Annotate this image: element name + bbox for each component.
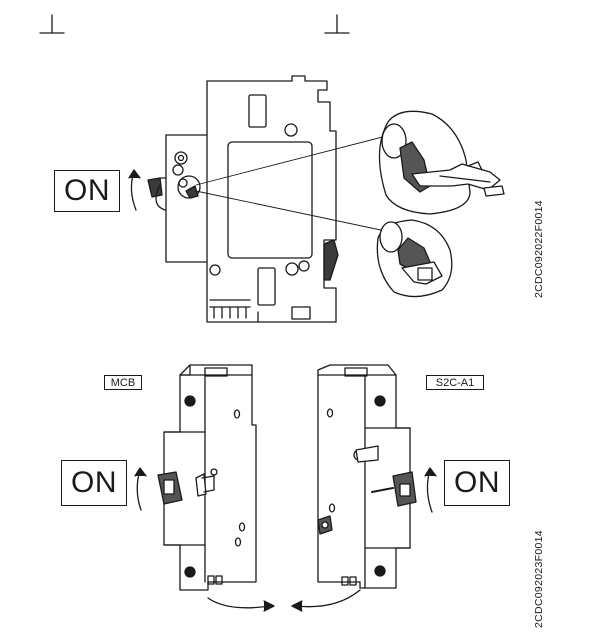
on-label-top: ON bbox=[54, 170, 120, 212]
on-label-left: ON bbox=[61, 460, 127, 506]
crop-mark-left bbox=[39, 14, 65, 34]
detail-bubble-bottom bbox=[376, 219, 453, 298]
mcb-device bbox=[157, 364, 257, 591]
code-label-bottom: 2CDC092023F0014 bbox=[533, 530, 545, 628]
rotate-arrow-top bbox=[128, 169, 141, 211]
auxiliary-device bbox=[317, 364, 417, 589]
assembly-arrow-right bbox=[291, 589, 361, 612]
auxiliary-tag: S2C-A1 bbox=[426, 375, 484, 390]
rotate-arrow-left bbox=[134, 467, 147, 511]
zoom-lines bbox=[195, 132, 399, 234]
rotate-arrow-right bbox=[424, 467, 437, 513]
on-label-right: ON bbox=[444, 460, 510, 506]
detail-bubble-top bbox=[378, 110, 505, 215]
breaker-side-view bbox=[147, 75, 339, 323]
mcb-tag: MCB bbox=[104, 375, 142, 390]
assembly-arrow-left bbox=[207, 597, 275, 612]
code-label-top: 2CDC092022F0014 bbox=[533, 200, 545, 298]
crop-mark-right bbox=[324, 14, 350, 34]
